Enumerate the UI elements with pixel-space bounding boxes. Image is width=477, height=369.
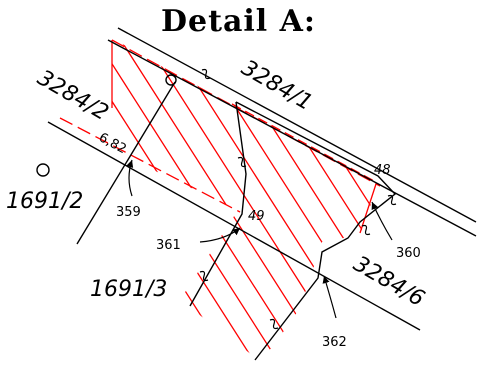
callout-arrows	[126, 159, 393, 319]
callout-361: 361	[156, 238, 181, 253]
boundary-lines	[47, 27, 477, 361]
point-label-48: 48	[374, 163, 391, 178]
callout-360: 360	[396, 246, 421, 261]
wall-s-symbols	[199, 68, 397, 330]
survey-marker-icon	[165, 74, 177, 86]
parcel-label-1691-2: 1691/2	[6, 189, 83, 214]
parcel-label-3284-2: 3284/2	[33, 66, 113, 126]
point-marker-icon	[36, 163, 50, 177]
distance-label: 6,82	[96, 130, 129, 157]
parcel-label-1691-3: 1691/3	[90, 277, 167, 302]
detail-title: Detail A:	[161, 4, 316, 39]
point-label-49: 49	[248, 209, 265, 224]
callout-362: 362	[322, 335, 347, 350]
callout-359: 359	[116, 205, 141, 220]
parcel-label-3284-1: 3284/1	[237, 56, 317, 116]
